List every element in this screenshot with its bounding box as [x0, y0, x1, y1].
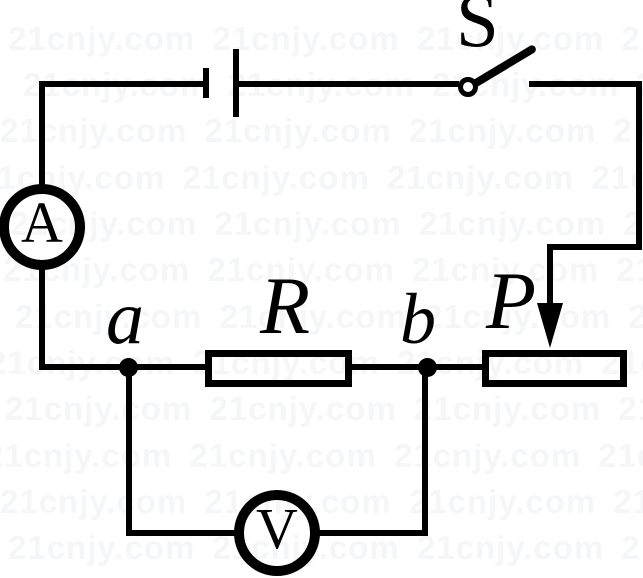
wire-resistor-to-b: [351, 364, 427, 370]
wire-mid-left: [39, 364, 129, 370]
wire-top-middle: [239, 81, 459, 87]
resistor-box: [205, 350, 352, 387]
wire-a-down: [126, 367, 132, 534]
watermark-text: 21cnjy.com 21cnjy.com 21cnjy.com 21cnjy.…: [10, 205, 643, 242]
wire-left-vertical-top: [39, 81, 45, 188]
watermark-text: 21cnjy.com 21cnjy.com 21cnjy.com 21cnjy.…: [0, 437, 643, 474]
rheostat-label: P: [486, 255, 537, 346]
node-b-dot: [418, 358, 437, 377]
watermark-text: 21cnjy.com 21cnjy.com 21cnjy.com 21cnjy.…: [8, 20, 643, 57]
watermark-text: 21cnjy.com 21cnjy.com 21cnjy.com 21cnjy.…: [5, 390, 643, 427]
node-b-label: b: [400, 279, 436, 359]
rheostat-box: [482, 350, 627, 387]
wire-b-down: [422, 367, 428, 534]
watermark-text: 21cnjy.com 21cnjy.com 21cnjy.com 21cnjy.…: [8, 529, 643, 566]
watermark-text: 21cnjy.com 21cnjy.com 21cnjy.com 21cnjy.…: [0, 159, 643, 196]
voltmeter-label: V: [256, 496, 298, 561]
watermark-text: 21cnjy.com 21cnjy.com 21cnjy.com 21cnjy.…: [0, 483, 643, 520]
ammeter-icon: A: [0, 184, 85, 270]
watermark-text: 21cnjy.com 21cnjy.com 21cnjy.com 21cnjy.…: [0, 112, 643, 149]
wire-top-left: [39, 81, 205, 87]
ammeter-label: A: [21, 190, 63, 255]
rheostat-slider-arrow-icon: [537, 303, 563, 348]
wire-right-vertical: [636, 81, 642, 250]
wire-bottom-right: [318, 530, 428, 536]
switch-label: S: [456, 0, 499, 63]
wire-a-to-resistor: [128, 364, 206, 370]
voltmeter-icon: V: [234, 490, 320, 576]
wire-slider-vertical: [547, 244, 553, 310]
wire-left-vertical-bottom: [39, 266, 45, 368]
node-a-dot: [119, 358, 138, 377]
node-a-label: a: [106, 276, 144, 360]
wire-top-right: [529, 81, 642, 87]
watermark-text: 21cnjy.com 21cnjy.com 21cnjy.com 21cnjy.…: [3, 251, 643, 288]
resistor-label: R: [260, 260, 311, 351]
wire-bottom-left: [126, 530, 236, 536]
battery-plate-long-icon: [233, 49, 239, 117]
wire-slider-jog: [549, 244, 642, 250]
switch-pivot-icon: [458, 77, 478, 97]
wire-b-to-rheostat: [427, 364, 483, 370]
battery-plate-short-icon: [203, 68, 209, 98]
